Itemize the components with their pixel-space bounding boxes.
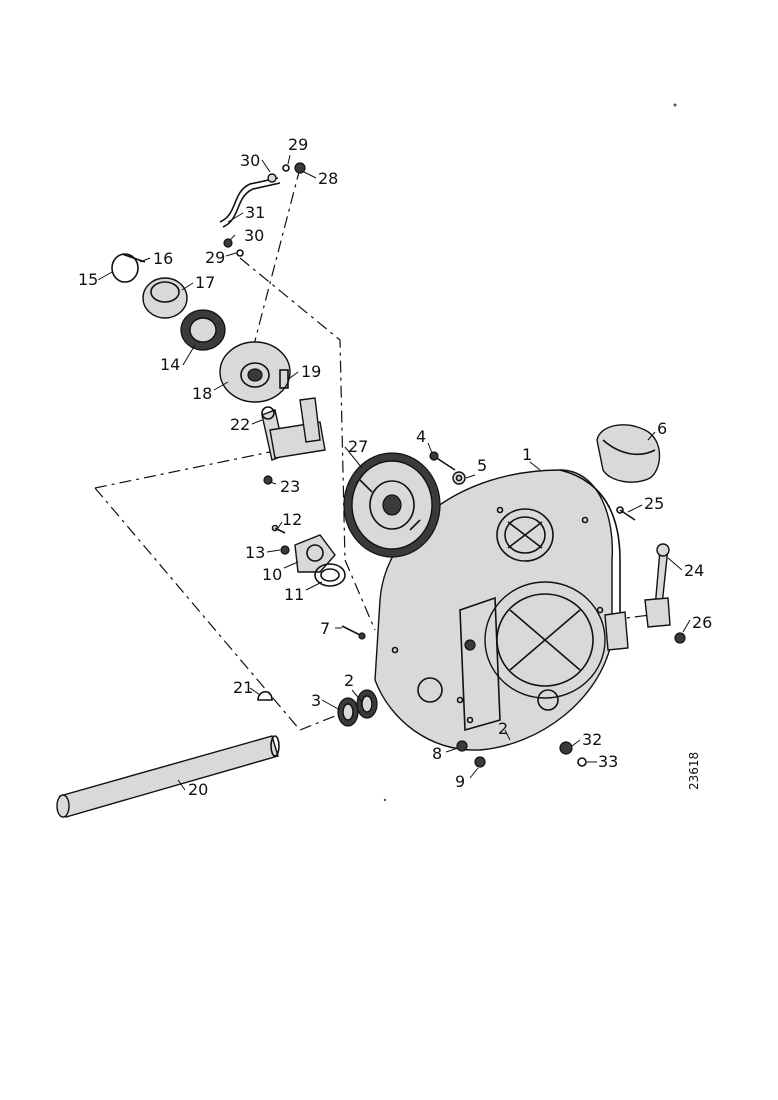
callout-19: 19 (301, 362, 321, 381)
stud-part-7 (341, 625, 366, 640)
bracket-part-10 (294, 534, 336, 573)
nut-part-9 (474, 756, 486, 768)
callout-21: 21 (233, 678, 253, 697)
callout-23: 23 (280, 477, 300, 496)
cap-part-18 (219, 341, 291, 403)
callout-11: 11 (284, 585, 304, 604)
callout-22: 22 (230, 415, 250, 434)
callout-30: 30 (244, 226, 264, 245)
callout-1: 1 (522, 445, 532, 464)
callout-25: 25 (644, 494, 664, 513)
bearing-part-2 (356, 689, 378, 719)
fitting-part-28 (294, 162, 306, 174)
callout-29: 29 (288, 135, 308, 154)
callout-4: 4 (416, 427, 426, 446)
callout-6: 6 (657, 419, 667, 438)
pipe-part-31 (219, 177, 281, 228)
callout-29: 29 (205, 248, 225, 267)
nut-part-5 (452, 471, 466, 485)
shaft-part-20 (56, 735, 280, 818)
callout-31: 31 (245, 203, 265, 222)
cover-part-6 (596, 424, 661, 483)
fitting-part-30a (267, 173, 277, 183)
screw-part-23 (263, 475, 273, 485)
washer-part-13 (280, 545, 290, 555)
callout-18: 18 (192, 384, 212, 403)
bolt-part-4 (429, 451, 456, 471)
callout-17: 17 (195, 273, 215, 292)
callout-27: 27 (348, 437, 368, 456)
callout-7: 7 (320, 619, 330, 638)
callout-32: 32 (582, 730, 602, 749)
speck (673, 103, 677, 107)
bearing-part-3 (337, 697, 359, 727)
callout-2: 2 (344, 671, 354, 690)
callout-33: 33 (598, 752, 618, 771)
callout-30: 30 (240, 151, 260, 170)
clip-part-16 (121, 253, 146, 263)
callout-28: 28 (318, 169, 338, 188)
washer-part-33 (577, 757, 587, 767)
callout-15: 15 (78, 270, 98, 289)
bearing-part-14 (180, 309, 226, 351)
pin-part-19 (279, 369, 289, 389)
gasket-part-11 (314, 563, 346, 587)
speck (383, 798, 387, 802)
callout-9: 9 (455, 772, 465, 791)
callout-5: 5 (477, 456, 487, 475)
callout-16: 16 (153, 249, 173, 268)
callout-2: 2 (498, 719, 508, 738)
callout-3: 3 (311, 691, 321, 710)
gear-disc-part-27 (343, 452, 441, 558)
fitting-part-30b (223, 238, 233, 248)
drawing-number: 23618 (687, 752, 701, 790)
ring-part-15 (111, 253, 139, 283)
washer-part-29b (236, 249, 244, 257)
housing-part-17 (142, 277, 188, 319)
callout-10: 10 (262, 565, 282, 584)
callout-8: 8 (432, 744, 442, 763)
callout-24: 24 (684, 561, 704, 580)
lever-part-22 (261, 397, 326, 461)
pin-part-25 (616, 506, 636, 521)
key-part-21 (257, 690, 273, 701)
callout-13: 13 (245, 543, 265, 562)
callout-12: 12 (282, 510, 302, 529)
nut-part-32 (559, 741, 573, 755)
callout-14: 14 (160, 355, 180, 374)
screw-part-12 (271, 524, 286, 534)
nut-part-8 (456, 740, 468, 752)
main-housing (374, 469, 629, 751)
callout-20: 20 (188, 780, 208, 799)
callout-26: 26 (692, 613, 712, 632)
leader-lines (97, 154, 691, 791)
washer-part-29a (282, 164, 290, 172)
callout-labels: 1 2 2 3 4 5 6 7 8 9 10 11 12 13 14 15 16… (78, 135, 712, 799)
nut-part-26 (674, 632, 686, 644)
lever-part-24 (644, 543, 671, 628)
